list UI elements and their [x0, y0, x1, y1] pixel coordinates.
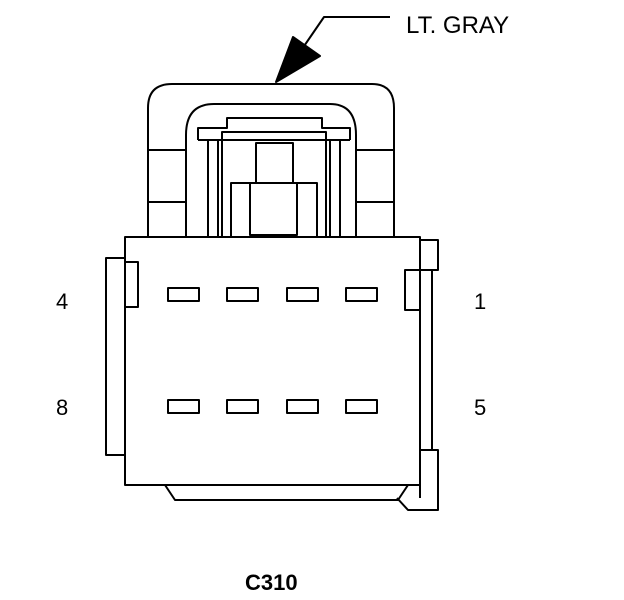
- latch: [197, 117, 351, 238]
- right-lock: [396, 449, 439, 511]
- left-clip: [105, 257, 125, 456]
- hood-ribs: [148, 149, 394, 203]
- connector-hood: [147, 83, 395, 237]
- pin-label-bottom-left: 8: [56, 395, 68, 420]
- cavity-3: [226, 287, 259, 302]
- bottom-skirt: [164, 484, 409, 501]
- pin-label-top-left: 4: [56, 289, 68, 314]
- right-rail-tab: [404, 269, 420, 311]
- right-rail: [420, 239, 439, 271]
- color-label: LT. GRAY: [406, 12, 509, 39]
- cavity-4: [167, 287, 200, 302]
- cavity-2: [286, 287, 319, 302]
- left-clip-tab: [125, 261, 139, 308]
- connector-hood-inner: [185, 103, 357, 237]
- pin-label-bottom-right: 5: [474, 395, 486, 420]
- connector-id: C310: [245, 570, 298, 595]
- cavity-6: [286, 399, 319, 414]
- cavity-5: [345, 399, 378, 414]
- cavity-8: [167, 399, 200, 414]
- connector-body: [124, 236, 421, 486]
- pin-label-top-right: 1: [474, 289, 486, 314]
- terminal-cavities: [167, 287, 378, 414]
- cavity-1: [345, 287, 378, 302]
- cavity-7: [226, 399, 259, 414]
- color-callout-leader: [275, 16, 390, 83]
